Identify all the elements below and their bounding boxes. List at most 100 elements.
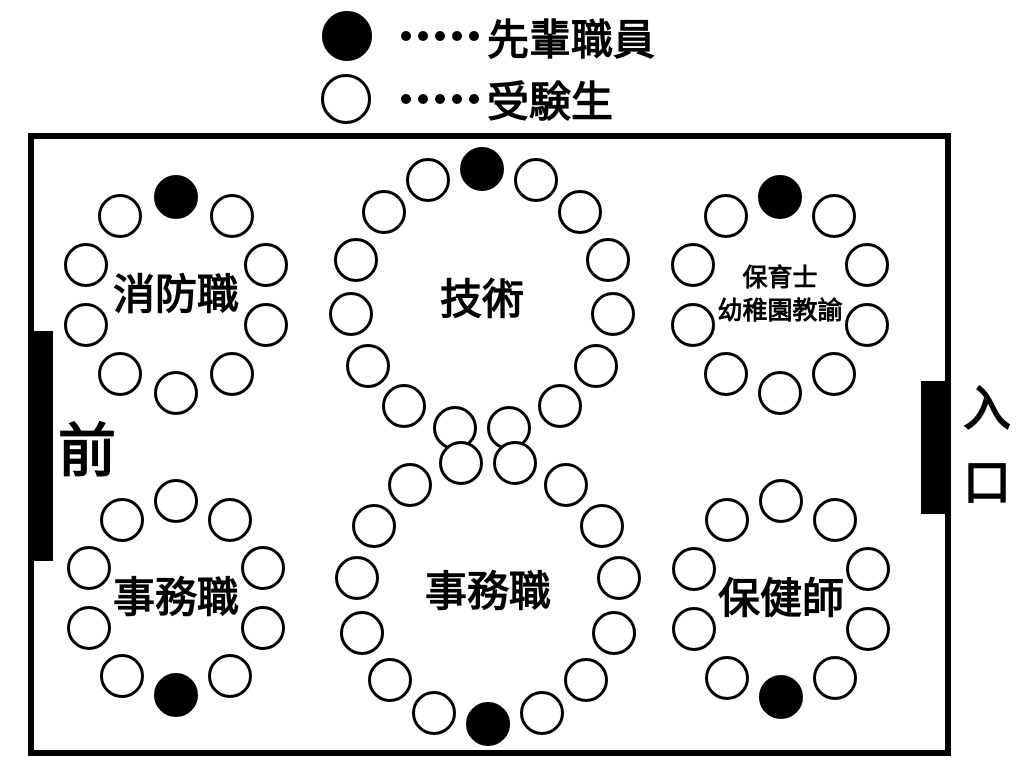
seat-candidate bbox=[597, 556, 642, 601]
seat-candidate bbox=[367, 658, 412, 703]
seat-candidate bbox=[334, 556, 379, 601]
seat-candidate bbox=[845, 242, 890, 287]
table-label-childcare-kindergarten: 保育士幼稚園教諭 bbox=[717, 262, 842, 328]
seat-candidate bbox=[63, 303, 108, 348]
legend-label-senior-staff: 先輩職員 bbox=[487, 16, 656, 64]
seat-senior-staff bbox=[758, 175, 802, 219]
seat-candidate bbox=[493, 440, 538, 485]
seat-candidate bbox=[671, 546, 716, 591]
leader-dot bbox=[401, 94, 411, 104]
table-label-line: 保育士 bbox=[742, 264, 818, 292]
seat-candidate bbox=[813, 656, 858, 701]
table-label-clerical-left: 事務職 bbox=[113, 577, 239, 619]
entrance-label-char: 入 bbox=[962, 383, 1012, 436]
front-panel-bar bbox=[30, 331, 53, 561]
seat-candidate bbox=[813, 497, 858, 542]
seat-candidate bbox=[670, 303, 715, 348]
seat-candidate bbox=[670, 242, 715, 287]
seat-senior-staff bbox=[154, 175, 198, 219]
seat-candidate bbox=[66, 605, 111, 650]
entrance-door-bar bbox=[921, 381, 947, 514]
leader-dot bbox=[435, 94, 445, 104]
seat-candidate bbox=[345, 343, 390, 388]
seat-candidate bbox=[585, 237, 630, 282]
seat-candidate bbox=[845, 303, 890, 348]
table-label-line: 事務職 bbox=[424, 568, 552, 615]
seat-candidate bbox=[846, 546, 891, 591]
seat-candidate bbox=[591, 610, 636, 655]
seat-candidate bbox=[671, 607, 716, 652]
seat-candidate bbox=[241, 546, 286, 591]
table-label-public-health-nurse: 保健師 bbox=[718, 578, 844, 620]
seat-candidate bbox=[591, 291, 636, 336]
leader-dot bbox=[418, 94, 428, 104]
seat-candidate bbox=[208, 654, 253, 699]
seat-candidate bbox=[564, 658, 609, 703]
seat-candidate bbox=[382, 383, 427, 428]
seat-senior-staff bbox=[759, 675, 803, 719]
seat-candidate bbox=[99, 654, 144, 699]
seat-candidate bbox=[209, 352, 254, 397]
legend-leader-dots bbox=[401, 31, 479, 41]
table-label-line: 保健師 bbox=[717, 575, 845, 622]
seat-candidate bbox=[519, 690, 564, 735]
entrance-label-char: 口 bbox=[962, 457, 1012, 510]
seat-candidate bbox=[98, 352, 143, 397]
candidate-open-circle-symbol bbox=[321, 74, 371, 124]
table-label-line: 技術 bbox=[439, 276, 525, 323]
seat-candidate bbox=[154, 479, 198, 523]
leader-dot bbox=[469, 31, 479, 41]
leader-dot bbox=[452, 94, 462, 104]
table-label-line: 幼稚園教諭 bbox=[717, 297, 843, 325]
seat-candidate bbox=[812, 193, 857, 238]
room-outline bbox=[28, 133, 951, 756]
seat-candidate bbox=[361, 190, 406, 235]
leader-dot bbox=[469, 94, 479, 104]
seat-candidate bbox=[574, 343, 619, 388]
seat-candidate bbox=[334, 237, 379, 282]
table-label-fire-service: 消防職 bbox=[113, 274, 239, 316]
seat-candidate bbox=[812, 352, 857, 397]
seat-candidate bbox=[758, 371, 802, 415]
leader-dot bbox=[435, 31, 445, 41]
seat-candidate bbox=[244, 242, 289, 287]
seat-senior-staff bbox=[466, 702, 510, 746]
entrance-label: 入 口 bbox=[963, 373, 1011, 521]
seat-candidate bbox=[558, 190, 603, 235]
seat-candidate bbox=[351, 504, 396, 548]
seat-candidate bbox=[846, 607, 891, 652]
seat-candidate bbox=[209, 193, 254, 238]
table-label-line: 消防職 bbox=[112, 271, 240, 318]
seat-candidate bbox=[704, 656, 749, 701]
seat-candidate bbox=[412, 690, 457, 735]
seat-candidate bbox=[328, 291, 373, 336]
senior-staff-filled-circle-symbol bbox=[322, 11, 372, 61]
seat-candidate bbox=[543, 463, 588, 508]
seat-candidate bbox=[154, 371, 198, 415]
seat-candidate bbox=[241, 605, 286, 650]
leader-dot bbox=[452, 31, 462, 41]
seat-candidate bbox=[703, 352, 748, 397]
seat-candidate bbox=[99, 497, 144, 542]
seat-candidate bbox=[388, 463, 433, 508]
leader-dot bbox=[418, 31, 428, 41]
seat-candidate bbox=[513, 158, 558, 203]
seat-senior-staff bbox=[154, 673, 198, 717]
front-label: 前 bbox=[57, 419, 117, 484]
legend-leader-dots bbox=[401, 94, 479, 104]
seat-candidate bbox=[704, 497, 749, 542]
seat-candidate bbox=[98, 193, 143, 238]
seat-candidate bbox=[66, 546, 111, 591]
seat-senior-staff bbox=[460, 147, 504, 191]
seat-candidate bbox=[63, 242, 108, 287]
seat-candidate bbox=[580, 504, 625, 548]
seat-candidate bbox=[438, 440, 483, 485]
table-label-clerical-center: 事務職 bbox=[425, 571, 551, 613]
seat-candidate bbox=[703, 193, 748, 238]
seat-candidate bbox=[406, 158, 451, 203]
seat-candidate bbox=[340, 610, 385, 655]
seat-candidate bbox=[208, 497, 253, 542]
seat-candidate bbox=[244, 303, 289, 348]
table-label-line: 事務職 bbox=[112, 574, 240, 621]
